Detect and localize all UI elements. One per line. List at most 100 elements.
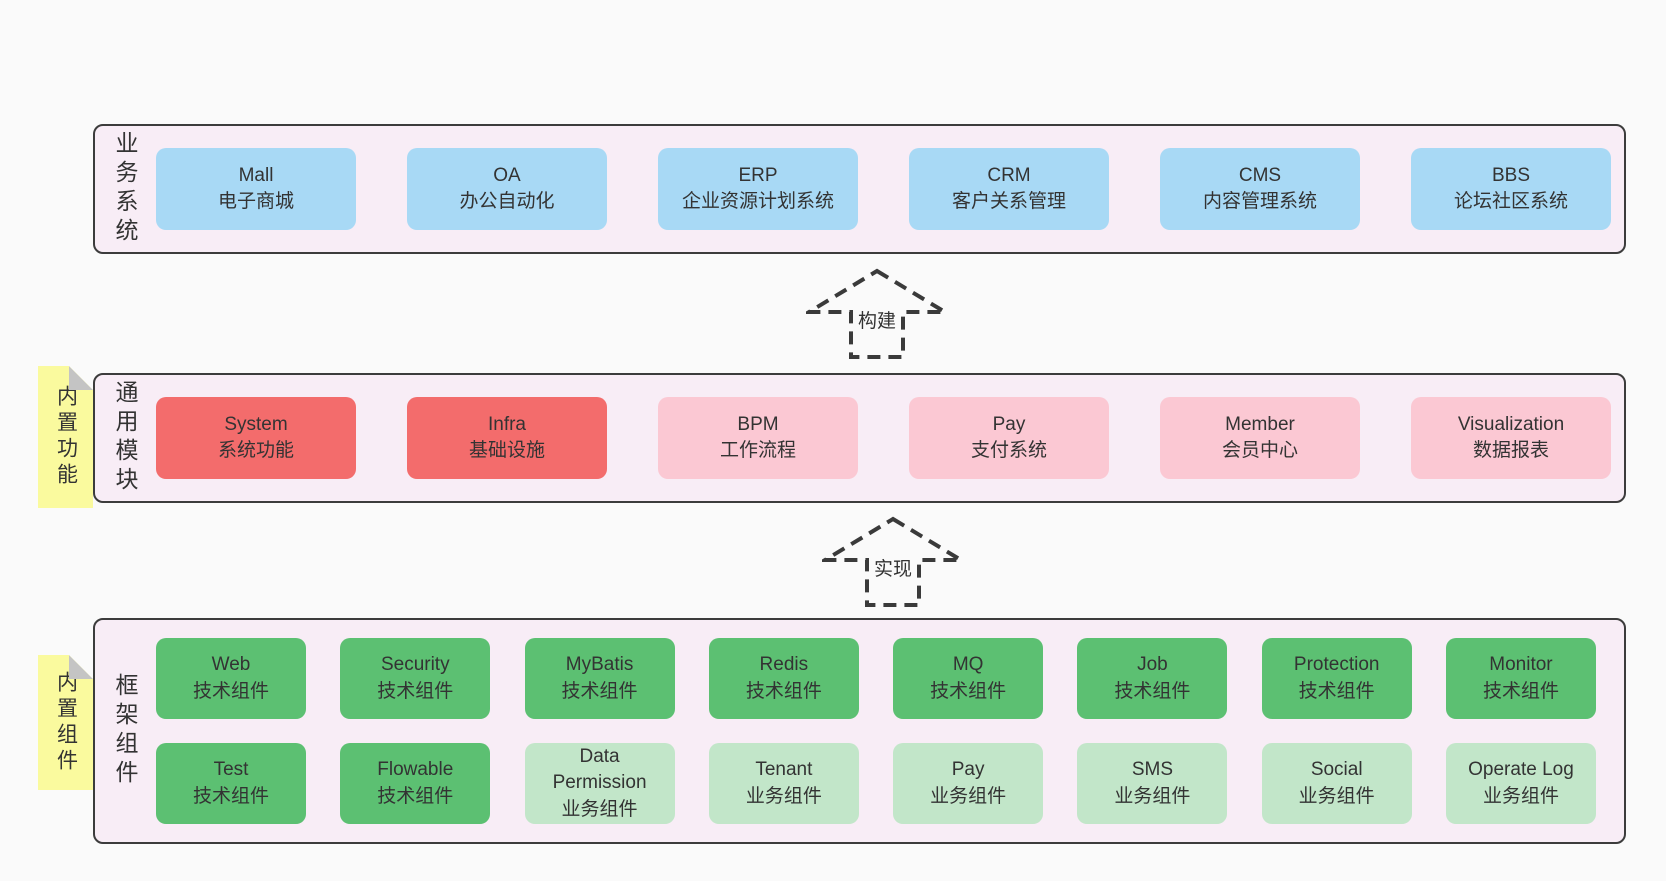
box-social: Social 业务组件	[1261, 743, 1412, 824]
box-bbs: BBS 论坛社区系统	[1411, 148, 1611, 230]
box-title: Test	[213, 759, 249, 781]
box-test: Test 技术组件	[156, 743, 306, 824]
box-subtitle: 技术组件	[1482, 680, 1559, 702]
box-pay: Pay 支付系统	[909, 397, 1109, 479]
box-cms: CMS 内容管理系统	[1160, 148, 1360, 230]
box-subtitle: 业务组件	[561, 798, 638, 820]
box-subtitle: 技术组件	[377, 680, 454, 702]
box-sms: SMS 业务组件	[1077, 743, 1228, 824]
box-subtitle: 技术组件	[192, 680, 269, 702]
sticky-note-text: 内置组件	[54, 670, 78, 775]
box-subtitle: 基础设施	[468, 440, 545, 461]
section-common-modules: 通用模块 System 系统功能 Infra 基础设施 BPM 工作流程 Pay 支付系统 Me…	[93, 373, 1626, 503]
box-infra: Infra 基础设施	[407, 397, 607, 479]
box-subtitle: 支付系统	[970, 440, 1047, 461]
box-subtitle: 技术组件	[192, 785, 269, 807]
box-subtitle: 客户关系管理	[951, 191, 1066, 212]
box-title: Web	[211, 654, 251, 676]
box-oa: OA 办公自动化	[407, 148, 607, 230]
box-title: MQ	[952, 654, 984, 676]
box-data-permission: Data Permission 业务组件	[524, 743, 675, 824]
box-subtitle: 业务组件	[1114, 785, 1191, 807]
box-system: System 系统功能	[156, 397, 356, 479]
box-title: BBS	[1491, 164, 1531, 186]
note-fold-corner-icon	[69, 655, 93, 679]
box-title: CMS	[1238, 164, 1282, 186]
section-business-label: 业务系统	[112, 131, 138, 247]
box-title: ERP	[738, 164, 778, 186]
box-title: SMS	[1131, 759, 1173, 781]
box-title: Visualization	[1457, 413, 1565, 435]
box-subtitle: 技术组件	[561, 680, 638, 702]
box-title: Pay	[951, 759, 985, 781]
arrow-build-label: 构建	[853, 306, 901, 333]
box-title: OA	[493, 164, 521, 186]
box-title: System	[224, 413, 288, 435]
box-subtitle: 数据报表	[1472, 440, 1549, 461]
section-modules-label: 通用模块	[112, 380, 138, 496]
box-title: Member	[1225, 413, 1295, 435]
box-subtitle: 业务组件	[745, 785, 822, 807]
box-mq: MQ 技术组件	[893, 638, 1044, 719]
box-title: Infra	[487, 413, 527, 435]
box-title: Data Permission	[552, 746, 647, 794]
up-arrow-dashed-icon	[806, 268, 948, 359]
modules-items-row: System 系统功能 Infra 基础设施 BPM 工作流程 Pay 支付系统 Member 会…	[156, 397, 1611, 479]
box-title: Monitor	[1489, 654, 1553, 676]
note-fold-corner-icon	[69, 366, 93, 390]
box-subtitle: 业务组件	[930, 785, 1007, 807]
box-title: Social	[1310, 759, 1363, 781]
box-subtitle: 会员中心	[1221, 440, 1298, 461]
box-title: Job	[1137, 654, 1168, 676]
box-subtitle: 办公自动化	[459, 191, 555, 212]
up-arrow-dashed-icon	[822, 516, 964, 607]
box-subtitle: 内容管理系统	[1202, 191, 1317, 212]
box-visualization: Visualization 数据报表	[1411, 397, 1611, 479]
sticky-note-builtin-components: 内置组件	[38, 655, 93, 790]
box-mybatis: MyBatis 技术组件	[524, 638, 675, 719]
arrow-implement: 实现	[822, 516, 964, 608]
box-pay: Pay 业务组件	[893, 743, 1044, 824]
arrow-implement-label: 实现	[869, 554, 917, 581]
box-job: Job 技术组件	[1077, 638, 1228, 719]
box-subtitle: 技术组件	[930, 680, 1007, 702]
box-subtitle: 系统功能	[217, 440, 294, 461]
box-monitor: Monitor 技术组件	[1445, 638, 1596, 719]
arrow-build: 构建	[806, 268, 948, 360]
sticky-note-text: 内置功能	[54, 385, 78, 489]
box-title: MyBatis	[565, 654, 634, 676]
box-operate-log: Operate Log 业务组件	[1445, 743, 1596, 824]
box-member: Member 会员中心	[1160, 397, 1360, 479]
box-title: Mall	[238, 164, 274, 186]
box-subtitle: 技术组件	[377, 785, 454, 807]
box-subtitle: 技术组件	[745, 680, 822, 702]
box-subtitle: 业务组件	[1482, 785, 1559, 807]
sticky-note-builtin-features: 内置功能	[38, 366, 93, 508]
box-title: Tenant	[755, 759, 813, 781]
box-tenant: Tenant 业务组件	[708, 743, 859, 824]
box-title: Security	[380, 654, 450, 676]
box-subtitle: 工作流程	[719, 440, 796, 461]
box-subtitle: 业务组件	[1298, 785, 1375, 807]
box-bpm: BPM 工作流程	[658, 397, 858, 479]
box-title: BPM	[737, 413, 779, 435]
box-title: Pay	[992, 413, 1026, 435]
section-components-label: 框架组件	[112, 673, 138, 789]
box-subtitle: 技术组件	[1114, 680, 1191, 702]
box-title: Operate Log	[1468, 759, 1574, 781]
box-subtitle: 论坛社区系统	[1453, 191, 1568, 212]
box-title: Protection	[1293, 654, 1380, 676]
box-web: Web 技术组件	[156, 638, 306, 719]
